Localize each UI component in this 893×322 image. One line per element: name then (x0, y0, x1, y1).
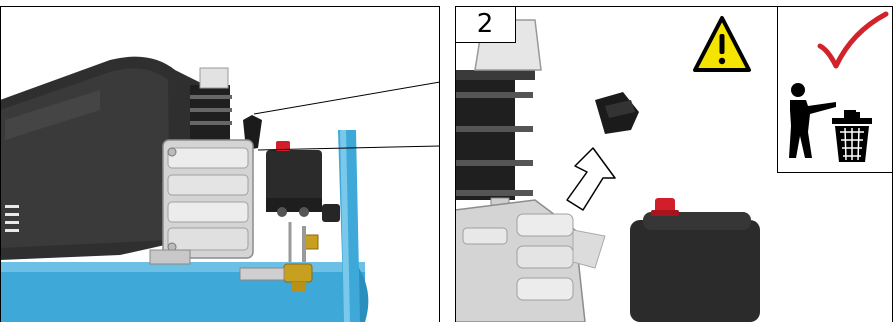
reset-button (276, 141, 290, 151)
brass-fittings (239, 222, 319, 292)
pump-head-closeup (455, 199, 606, 322)
pressure-switch-closeup (630, 198, 760, 322)
compressor-illustration (0, 56, 440, 322)
lift-arrow-icon (566, 147, 616, 211)
cylinder-fins (190, 67, 232, 140)
pressure-switch (266, 141, 340, 222)
zoom-callout-lines (253, 81, 440, 151)
compressor-overview-panel (0, 0, 440, 322)
step-detail-panel: 2 (455, 0, 893, 322)
motor-vents (5, 205, 19, 232)
cylinder-fins-closeup (455, 19, 542, 219)
air-filter-cap-removed (595, 92, 639, 134)
checkmark-icon (817, 11, 889, 69)
warning-triangle-icon (693, 16, 751, 72)
pump-head (149, 139, 254, 265)
detail-illustration (455, 16, 760, 322)
step-number-badge: 2 (455, 6, 516, 43)
dispose-in-bin-icon (789, 11, 889, 162)
trash-bin (832, 112, 872, 162)
person-figure (789, 83, 836, 158)
disposal-info-box (777, 6, 893, 173)
